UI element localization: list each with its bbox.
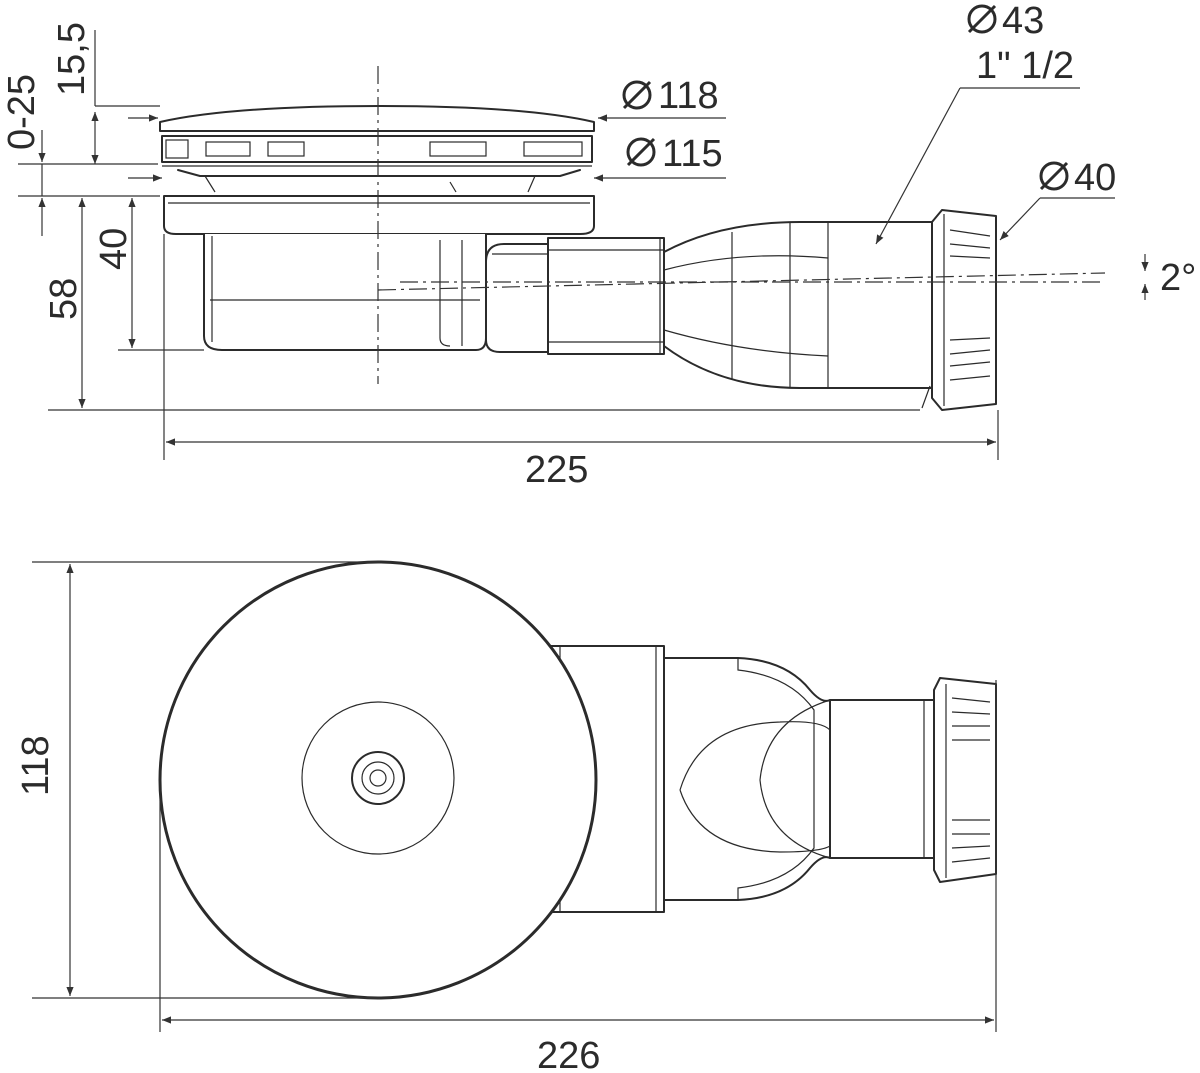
dia-pipe-label: 40: [1074, 157, 1116, 199]
grate-cover: [159, 105, 595, 132]
grate-clip-band: [161, 135, 593, 163]
outlet-elbow: [485, 243, 549, 353]
diameter-icon: [626, 137, 656, 167]
union-nut: [931, 209, 997, 411]
top-width-label: 118: [15, 735, 57, 796]
diameter-icon: [622, 80, 652, 110]
top-length-label: 226: [537, 1035, 600, 1073]
grate-inner-ring: [301, 701, 455, 855]
top-dimensions: [32, 561, 997, 1032]
side-length-label: 225: [525, 449, 588, 491]
center-screw: [351, 751, 405, 805]
total-height-label: 58: [43, 278, 85, 320]
outlet-pipe: [547, 237, 665, 355]
slope-label: 2°: [1160, 257, 1196, 299]
reducer-cone: [663, 221, 933, 389]
top-elbow: [663, 657, 831, 901]
dia-flange-label: 115: [662, 133, 723, 175]
side-view: [159, 66, 1106, 411]
top-union-nut: [933, 677, 997, 883]
drain-body: [203, 234, 487, 351]
diameter-icon: [967, 4, 997, 34]
side-dimensions: [18, 30, 1149, 460]
outlet-thread-label: 1" 1/2: [976, 45, 1074, 87]
top-view: [158, 560, 997, 1000]
adjust-range-label: 0-25: [1, 74, 43, 150]
dia-outlet-label: 43: [1002, 0, 1044, 42]
body-height-label: 40: [93, 228, 135, 270]
grate-height-label: 15,5: [51, 22, 93, 96]
dia-grate-label: 118: [658, 75, 719, 117]
diameter-icon: [1039, 161, 1069, 191]
drain-flange: [163, 195, 595, 235]
grate-disc: [158, 560, 598, 1000]
top-outlet-pipe: [829, 699, 935, 859]
